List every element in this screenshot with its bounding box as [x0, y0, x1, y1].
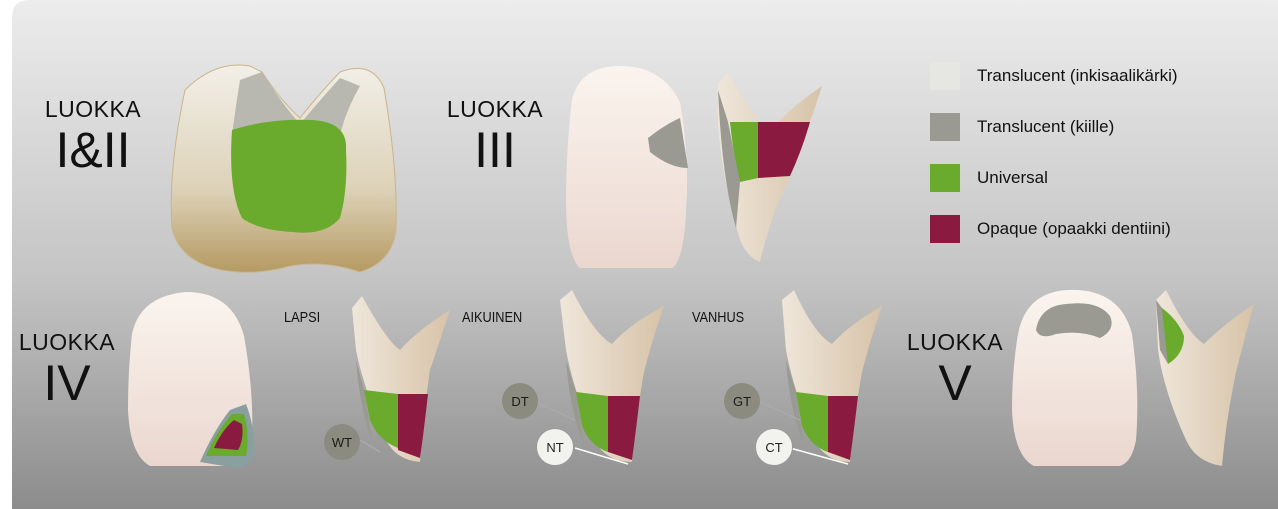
legend-label-translucent-enamel: Translucent (kiille) — [977, 117, 1114, 137]
legend-swatch-opaque — [930, 215, 960, 243]
class-1-2-roman: I&II — [28, 125, 158, 175]
class-5-label: LUOKKA V — [890, 331, 1020, 408]
class-3-roman: III — [425, 125, 565, 175]
legend-item-translucent-enamel: Translucent (kiille) — [930, 112, 1114, 142]
shade-bubble-nt: NT — [536, 428, 574, 466]
shade-bubble-gt: GT — [724, 383, 760, 419]
class-4-word: LUOKKA — [2, 331, 132, 354]
class-5-word: LUOKKA — [890, 331, 1020, 354]
class-4-label: LUOKKA IV — [2, 331, 132, 408]
class-1-2-label: LUOKKA I&II — [28, 98, 158, 175]
shade-bubble-dt: DT — [502, 383, 538, 419]
legend-item-universal: Universal — [930, 163, 1048, 193]
legend-item-translucent-incisal: Translucent (inkisaalikärki) — [930, 61, 1178, 91]
legend-swatch-translucent-incisal — [930, 62, 960, 90]
legend-swatch-translucent-enamel — [930, 113, 960, 141]
class-3-label: LUOKKA III — [425, 98, 565, 175]
shade-bubble-wt: WT — [324, 424, 360, 460]
shade-bubble-ct: CT — [755, 428, 793, 466]
class-5-roman: V — [890, 358, 1020, 408]
age-label-elderly: VANHUS — [692, 309, 744, 326]
class-4-roman: IV — [2, 358, 132, 408]
legend-swatch-universal — [930, 164, 960, 192]
age-label-child: LAPSI — [284, 309, 320, 326]
age-label-adult: AIKUINEN — [462, 309, 522, 326]
legend-item-opaque: Opaque (opaakki dentiini) — [930, 214, 1171, 244]
class-1-2-word: LUOKKA — [28, 98, 158, 121]
legend-label-opaque: Opaque (opaakki dentiini) — [977, 219, 1171, 239]
legend-label-translucent-incisal: Translucent (inkisaalikärki) — [977, 66, 1178, 86]
legend-label-universal: Universal — [977, 168, 1048, 188]
class-3-word: LUOKKA — [425, 98, 565, 121]
